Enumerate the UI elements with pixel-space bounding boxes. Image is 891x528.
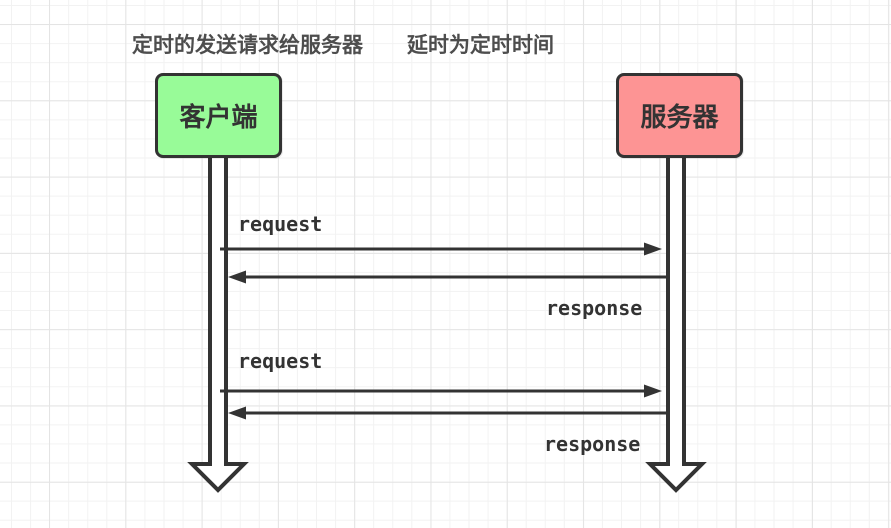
message-arrow-request-1 xyxy=(220,242,662,256)
client-lifeline-arrow-down xyxy=(187,157,249,493)
server-lifeline-arrow-down xyxy=(645,157,707,493)
message-arrow-response-2 xyxy=(228,406,669,420)
response-2-arrowhead-left-icon xyxy=(228,406,246,420)
actor-box-client: 客户端 xyxy=(155,73,282,158)
message-label-response-2: response xyxy=(544,432,641,456)
note-delay-description: 延时为定时时间 xyxy=(407,34,554,57)
message-label-request-1: request xyxy=(238,212,323,236)
actor-box-server: 服务器 xyxy=(616,73,743,158)
message-label-request-2: request xyxy=(238,349,323,373)
message-arrow-response-1 xyxy=(228,270,669,284)
message-arrow-request-2 xyxy=(220,384,662,398)
request-1-arrowhead-right-icon xyxy=(644,242,662,256)
response-1-arrowhead-left-icon xyxy=(228,270,246,284)
message-label-response-1: response xyxy=(546,296,643,320)
request-2-arrowhead-right-icon xyxy=(644,384,662,398)
actor-client-label: 客户端 xyxy=(179,102,258,132)
actor-server-label: 服务器 xyxy=(640,102,719,132)
note-polling-description: 定时的发送请求给服务器 xyxy=(132,34,363,57)
